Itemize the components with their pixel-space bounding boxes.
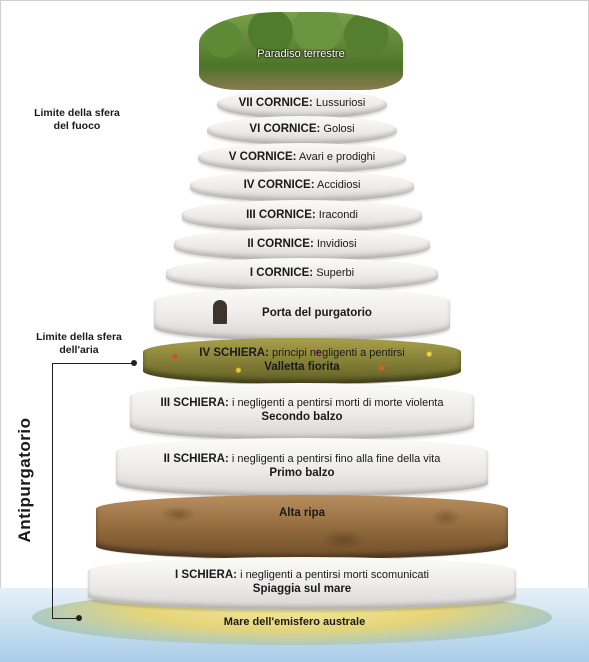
limite-aria-line2: dell'aria [14, 344, 144, 357]
cornice-4: IV CORNICE: Accidiosi [190, 171, 414, 202]
antipurgatorio-label-box: Antipurgatorio [10, 380, 40, 580]
antipurgatorio-label: Antipurgatorio [15, 417, 35, 542]
schiera-3: III SCHIERA: i negligenti a pentirsi mor… [130, 383, 474, 440]
schiera-3-desc: i negligenti a pentirsi morti di morte v… [232, 397, 444, 409]
cornice-1-name: I CORNICE: [250, 267, 313, 279]
schiera-2-desc: i negligenti a pentirsi fino alla fine d… [232, 453, 441, 465]
cornice-4-desc: Accidiosi [317, 179, 360, 191]
door-icon [213, 300, 227, 324]
cornice-1-desc: Superbi [316, 267, 354, 279]
alta-ripa-label: Alta ripa [279, 507, 325, 521]
limite-fuoco-line2: del fuoco [12, 120, 142, 133]
schiera-2-place: Primo balzo [269, 467, 334, 481]
cornice-3-name: III CORNICE: [246, 209, 316, 221]
paradiso-terrestre: Paradiso terrestre [199, 12, 403, 90]
limite-fuoco-label: Limite della sfera del fuoco [12, 107, 142, 133]
cornice-6-desc: Golosi [323, 123, 354, 135]
schiera-4: IV SCHIERA: principi negligenti a pentir… [143, 338, 461, 385]
cornice-5-name: V CORNICE: [229, 151, 297, 163]
cornice-7: VII CORNICE: Lussuriosi [217, 90, 387, 119]
alta-ripa: Alta ripa [96, 495, 508, 560]
schiera-4-desc: principi negligenti a pentirsi [272, 347, 405, 359]
cornice-2-name: II CORNICE: [247, 238, 313, 250]
limite-fuoco-line1: Limite della sfera [12, 107, 142, 120]
cornice-1: I CORNICE: Superbi [166, 258, 438, 291]
schiera-1: I SCHIERA: i negligenti a pentirsi morti… [88, 557, 516, 610]
cornice-5-desc: Avari e prodighi [299, 151, 375, 163]
schiera-2: II SCHIERA: i negligenti a pentirsi fino… [116, 438, 488, 497]
schiera-2-name: II SCHIERA: [164, 453, 229, 465]
limite-aria-label: Limite della sfera dell'aria [14, 331, 144, 357]
cornice-4-name: IV CORNICE: [244, 179, 315, 191]
cornice-5: V CORNICE: Avari e prodighi [198, 143, 406, 173]
schiera-3-place: Secondo balzo [261, 411, 342, 425]
bracket-bottom-tick [52, 618, 78, 619]
cornice-3-desc: Iracondi [319, 209, 358, 221]
schiera-4-name: IV SCHIERA: [199, 347, 269, 359]
sea-label: Mare dell'emisfero australe [0, 616, 589, 628]
cornice-2-desc: Invidiosi [317, 238, 357, 250]
antipurgatorio-bracket [52, 363, 53, 619]
schiera-1-name: I SCHIERA: [175, 569, 237, 581]
bracket-bottom-dot [76, 615, 82, 621]
cornice-6-name: VI CORNICE: [249, 123, 320, 135]
schiera-1-desc: i negligenti a pentirsi morti scomunicat… [240, 569, 429, 581]
schiera-3-name: III SCHIERA: [161, 397, 229, 409]
paradiso-terrestre-label: Paradiso terrestre [199, 48, 403, 60]
limite-aria-line1: Limite della sfera [14, 331, 144, 344]
schiera-1-place: Spiaggia sul mare [253, 583, 351, 597]
cornice-7-desc: Lussuriosi [316, 97, 366, 109]
cornice-3: III CORNICE: Iracondi [182, 200, 422, 232]
bracket-top-dot [131, 360, 137, 366]
schiera-4-place: Valletta fiorita [264, 361, 339, 375]
cornice-7-name: VII CORNICE: [239, 97, 313, 109]
porta-del-purgatorio: Porta del purgatorio [154, 288, 450, 341]
cornice-2: II CORNICE: Invidiosi [174, 229, 430, 261]
cornice-6: VI CORNICE: Golosi [207, 116, 397, 145]
porta-label: Porta del purgatorio [262, 307, 372, 321]
bracket-top-tick [52, 363, 132, 364]
